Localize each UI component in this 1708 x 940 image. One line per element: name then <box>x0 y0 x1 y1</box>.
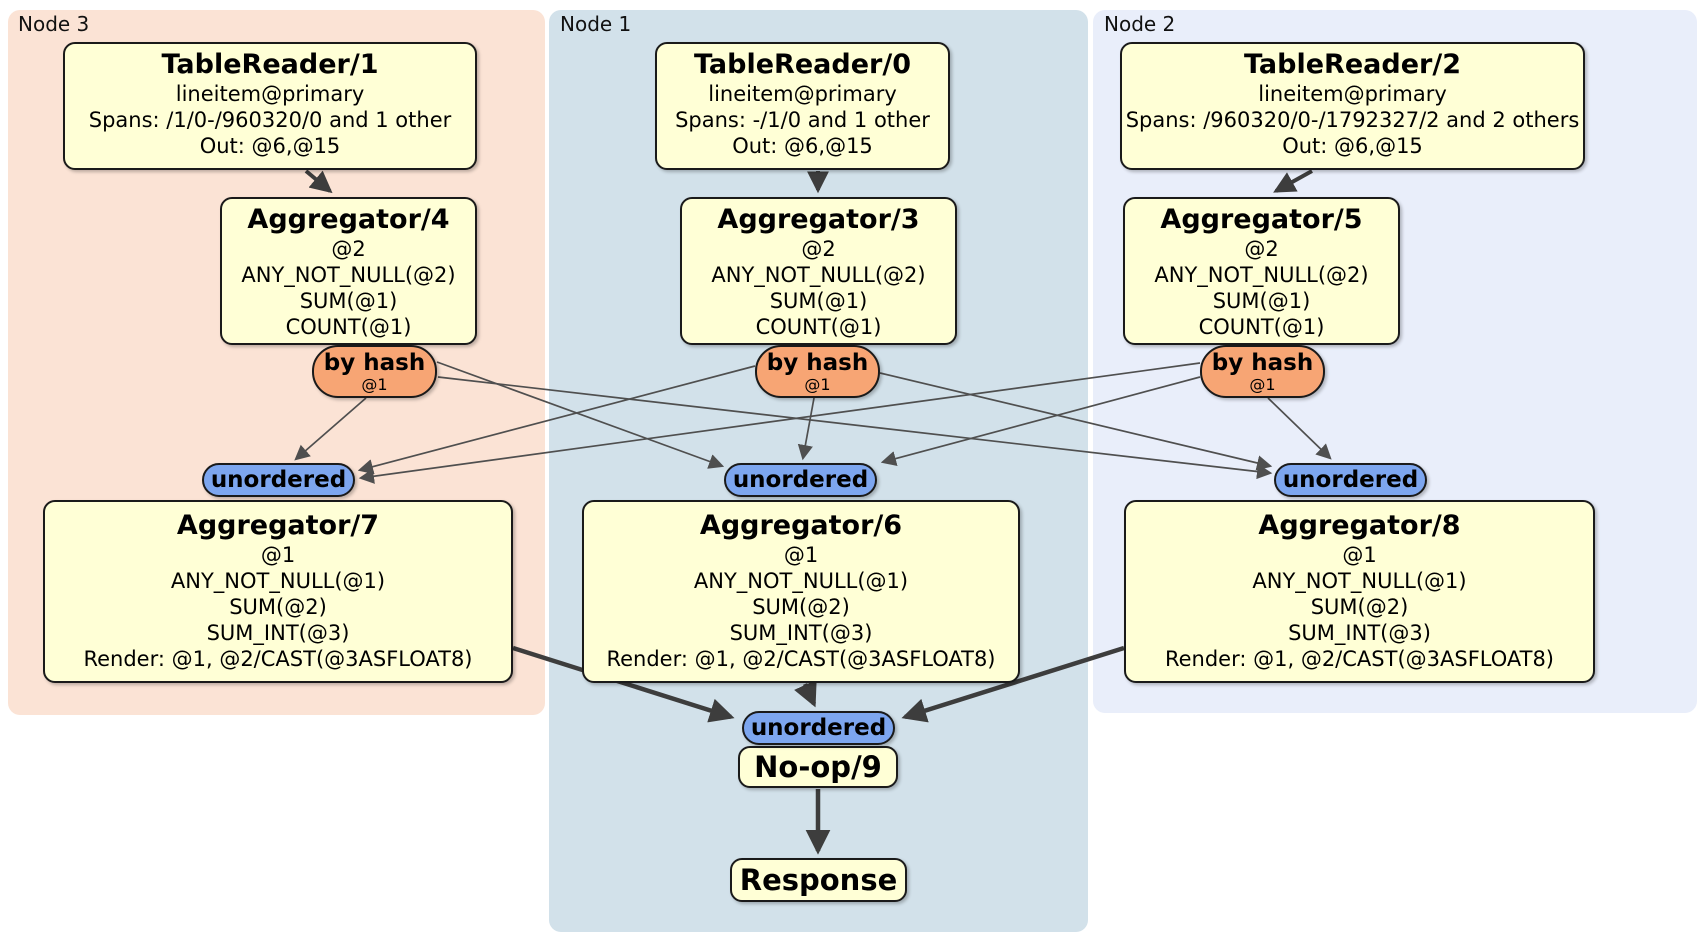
region-label-node1: Node 1 <box>560 12 632 36</box>
region-label-node3: Node 3 <box>18 12 90 36</box>
router-by-hash-node1: by hash @1 <box>755 345 880 398</box>
processor-detail: SUM(@1) <box>769 289 868 313</box>
processor-aggregator-7: Aggregator/7 @1 ANY_NOT_NULL(@1) SUM(@2)… <box>43 500 513 683</box>
edge-agg6-to-final-unordered <box>794 679 817 708</box>
processor-title: No-op/9 <box>754 750 882 784</box>
processor-noop-9: No-op/9 <box>738 746 898 788</box>
processor-detail: Spans: /960320/0-/1792327/2 and 2 others <box>1125 108 1580 132</box>
router-detail: @1 <box>361 375 388 394</box>
processor-title: Aggregator/6 <box>699 510 903 541</box>
processor-aggregator-4: Aggregator/4 @2 ANY_NOT_NULL(@2) SUM(@1)… <box>220 197 477 345</box>
edge-hash1-to-unordered1 <box>797 397 815 461</box>
processor-detail: Out: @6,@15 <box>1282 134 1423 158</box>
processor-detail: @2 <box>331 237 366 261</box>
router-detail: @1 <box>1249 375 1276 394</box>
stream-unordered-node2: unordered <box>1274 463 1427 497</box>
processor-detail: Out: @6,@15 <box>732 134 873 158</box>
router-label: by hash <box>323 350 426 376</box>
processor-detail: lineitem@primary <box>1258 82 1447 106</box>
processor-title: TableReader/0 <box>694 49 911 80</box>
processor-title: TableReader/2 <box>1244 49 1461 80</box>
processor-tablereader-2: TableReader/2 lineitem@primary Spans: /9… <box>1120 42 1585 170</box>
edge-agg8-to-final-unordered <box>901 645 1125 723</box>
processor-detail: Out: @6,@15 <box>199 134 341 158</box>
processor-detail: Render: @1, @2/CAST(@3ASFLOAT8) <box>83 647 473 671</box>
processor-aggregator-6: Aggregator/6 @1 ANY_NOT_NULL(@1) SUM(@2)… <box>582 500 1020 683</box>
processor-detail: SUM(@1) <box>299 289 398 313</box>
edge-hash2-to-unordered2 <box>1267 397 1332 460</box>
processor-detail: ANY_NOT_NULL(@2) <box>241 263 456 287</box>
edge-hash2-to-unordered3 <box>358 362 1201 484</box>
processor-title: Aggregator/4 <box>247 204 450 235</box>
edge-hash3-to-unordered1 <box>436 361 725 469</box>
processor-detail: lineitem@primary <box>175 82 365 106</box>
stream-unordered-node3: unordered <box>202 463 355 497</box>
processor-detail: lineitem@primary <box>708 82 897 106</box>
processor-detail: Render: @1, @2/CAST(@3ASFLOAT8) <box>1164 647 1555 671</box>
processor-detail: SUM(@1) <box>1212 289 1311 313</box>
stream-unordered-node1: unordered <box>724 463 877 497</box>
processor-detail: @1 <box>260 543 296 567</box>
processor-title: Response <box>739 863 898 897</box>
edge-tr1-to-agg4 <box>304 169 333 194</box>
processor-detail: COUNT(@1) <box>285 315 412 339</box>
processor-title: Aggregator/8 <box>1258 510 1461 541</box>
processor-response: Response <box>730 858 907 902</box>
region-label-node2: Node 2 <box>1104 12 1176 36</box>
processor-detail: COUNT(@1) <box>755 315 882 339</box>
edge-hash3-to-unordered2 <box>437 376 1273 480</box>
processor-detail: SUM_INT(@3) <box>1288 621 1431 645</box>
processor-detail: ANY_NOT_NULL(@2) <box>711 263 926 287</box>
edge-tr2-to-agg5 <box>1273 169 1313 193</box>
router-label: by hash <box>1211 350 1314 376</box>
processor-detail: SUM_INT(@3) <box>206 621 350 645</box>
processor-aggregator-8: Aggregator/8 @1 ANY_NOT_NULL(@1) SUM(@2)… <box>1124 500 1595 683</box>
router-by-hash-node3: by hash @1 <box>312 345 437 398</box>
processor-title: Aggregator/3 <box>717 204 920 235</box>
edge-hash2-to-unordered1 <box>880 376 1201 467</box>
processor-detail: @1 <box>1342 543 1377 567</box>
processor-aggregator-3: Aggregator/3 @2 ANY_NOT_NULL(@2) SUM(@1)… <box>680 197 957 345</box>
processor-detail: SUM(@2) <box>1310 595 1409 619</box>
processor-detail: SUM(@2) <box>229 595 327 619</box>
router-detail: @1 <box>804 375 831 394</box>
router-by-hash-node2: by hash @1 <box>1200 345 1325 398</box>
processor-tablereader-1: TableReader/1 lineitem@primary Spans: /1… <box>63 42 477 170</box>
processor-detail: ANY_NOT_NULL(@1) <box>170 569 386 593</box>
processor-detail: SUM(@2) <box>752 595 850 619</box>
processor-detail: Spans: -/1/0 and 1 other <box>675 108 930 132</box>
edge-hash3-to-unordered3 <box>294 397 367 461</box>
processor-detail: Spans: /1/0-/960320/0 and 1 other <box>88 108 452 132</box>
processor-detail: ANY_NOT_NULL(@1) <box>693 569 909 593</box>
processor-tablereader-0: TableReader/0 lineitem@primary Spans: -/… <box>655 42 950 170</box>
router-label: by hash <box>766 350 869 376</box>
edge-hash1-to-unordered2 <box>879 372 1273 471</box>
processor-detail: @2 <box>1244 237 1279 261</box>
processor-title: Aggregator/5 <box>1160 204 1363 235</box>
processor-detail: Render: @1, @2/CAST(@3ASFLOAT8) <box>606 647 996 671</box>
processor-title: TableReader/1 <box>161 49 379 80</box>
processor-detail: COUNT(@1) <box>1198 315 1325 339</box>
processor-detail: ANY_NOT_NULL(@2) <box>1154 263 1369 287</box>
processor-detail: SUM_INT(@3) <box>729 621 873 645</box>
processor-title: Aggregator/7 <box>176 510 380 541</box>
processor-aggregator-5: Aggregator/5 @2 ANY_NOT_NULL(@2) SUM(@1)… <box>1123 197 1400 345</box>
processor-detail: @1 <box>783 543 819 567</box>
edge-hash1-to-unordered3 <box>357 365 756 475</box>
stream-unordered-final: unordered <box>742 711 895 745</box>
processor-detail: @2 <box>801 237 836 261</box>
processor-detail: ANY_NOT_NULL(@1) <box>1252 569 1467 593</box>
